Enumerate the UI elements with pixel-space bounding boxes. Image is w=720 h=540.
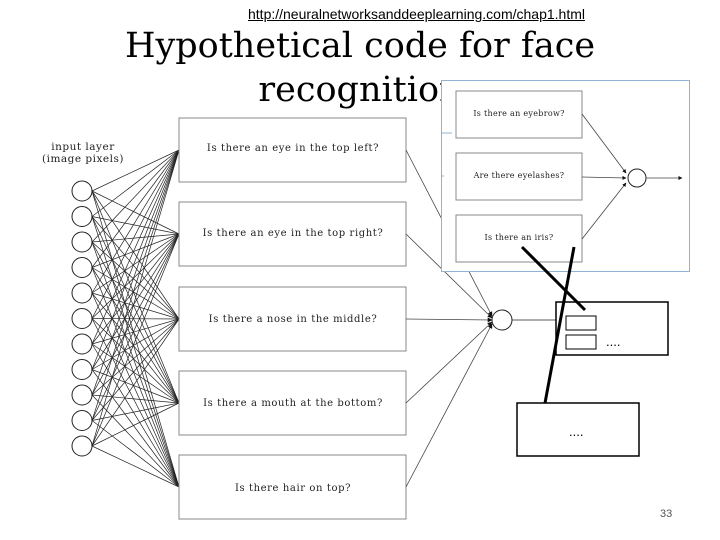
question-label-1: Is there an eye in the top right? <box>202 228 384 239</box>
input-edge-10-1 <box>91 233 180 447</box>
question-box-2 <box>178 286 407 352</box>
input-edge-1-1 <box>91 216 180 235</box>
input-neuron-8 <box>71 384 93 406</box>
placeholder-mini-box-1 <box>565 315 597 331</box>
input-edge-4-0 <box>91 149 180 294</box>
input-edge-5-0 <box>91 149 180 319</box>
input-edge-6-0 <box>91 149 180 345</box>
input-edge-9-2 <box>91 318 180 421</box>
input-edge-8-1 <box>91 233 180 396</box>
input-edge-9-3 <box>91 402 180 421</box>
output-edge-2 <box>405 317 493 323</box>
input-edge-10-2 <box>91 318 180 447</box>
input-neuron-5 <box>71 308 93 329</box>
input-edge-9-1 <box>91 233 180 421</box>
placeholder-box-bottom <box>516 402 640 457</box>
sub-edge-0 <box>581 113 627 174</box>
input-edge-7-2 <box>91 318 180 370</box>
sub-network-panel: Is there an eyebrow? Are there eyelashes… <box>441 80 690 272</box>
placeholder-mini-box-2 <box>565 334 597 350</box>
input-edge-5-1 <box>91 233 180 319</box>
input-edge-1-4 <box>91 216 180 488</box>
input-edge-8-0 <box>91 149 180 396</box>
page-number: 33 <box>660 508 673 520</box>
output-connections <box>405 149 493 488</box>
input-edge-1-2 <box>91 216 180 320</box>
input-edge-7-4 <box>91 369 180 488</box>
input-edge-3-1 <box>91 233 180 268</box>
question-box-4 <box>178 454 407 520</box>
input-edge-8-2 <box>91 318 180 396</box>
input-edge-6-2 <box>91 318 180 345</box>
input-edge-2-1 <box>91 233 180 243</box>
input-edge-4-1 <box>91 233 180 294</box>
input-edge-4-2 <box>91 292 180 320</box>
input-neuron-9 <box>71 410 93 431</box>
input-edge-7-1 <box>91 233 180 370</box>
question-label-3: Is there a mouth at the bottom? <box>203 398 383 409</box>
input-edge-7-0 <box>91 149 180 370</box>
input-neuron-0 <box>71 180 93 202</box>
input-edge-0-0 <box>91 149 180 192</box>
input-neuron-6 <box>71 333 93 355</box>
sub-edge-2 <box>581 182 627 240</box>
question-box-1 <box>178 201 407 267</box>
input-edge-10-3 <box>91 402 180 447</box>
question-label-4: Is there hair on top? <box>234 483 352 494</box>
question-label-0: Is there an eye in the top left? <box>206 143 380 154</box>
input-edge-8-4 <box>91 394 180 488</box>
title-line-1: Hypothetical code for face <box>124 26 596 66</box>
title-line-2: recognition <box>258 70 462 110</box>
output-edge-4 <box>405 323 493 488</box>
input-edge-2-2 <box>91 241 180 320</box>
output-neuron <box>491 309 513 331</box>
input-edge-5-2 <box>91 318 180 320</box>
sub-edge-1 <box>581 175 627 180</box>
input-neuron-4 <box>71 282 93 304</box>
input-edge-3-2 <box>91 267 180 320</box>
input-neuron-2 <box>71 231 93 253</box>
input-neuron-10 <box>71 435 93 457</box>
input-edge-2-4 <box>91 241 180 488</box>
input-neurons <box>71 180 93 457</box>
sub-question-box-1 <box>455 152 583 201</box>
ellipsis-top: .... <box>606 334 621 349</box>
input-edge-2-0 <box>91 149 180 243</box>
sub-output-neuron <box>627 168 647 188</box>
input-edge-3-0 <box>91 149 180 268</box>
question-box-3 <box>178 370 407 436</box>
input-edge-10-4 <box>91 445 180 488</box>
input-neuron-1 <box>71 206 93 227</box>
input-layer-label-line1: input layer <box>51 141 115 153</box>
input-edge-9-0 <box>91 149 180 421</box>
input-neuron-7 <box>71 359 93 380</box>
sub-question-label-0: Is there an eyebrow? <box>473 109 565 118</box>
slide-title: Hypothetical code for face recognition <box>120 24 600 112</box>
question-label-2: Is there a nose in the middle? <box>208 314 378 325</box>
input-layer-label-line2: (image pixels) <box>41 153 124 165</box>
input-edge-1-0 <box>91 149 180 217</box>
output-edge-3 <box>405 321 493 404</box>
output-edge-1 <box>405 233 493 319</box>
sub-network-diagram <box>442 90 683 263</box>
input-edge-6-1 <box>91 233 180 345</box>
question-box-0 <box>178 117 407 183</box>
input-layer-label: input layer (image pixels) <box>34 141 132 165</box>
ellipsis-bottom: .... <box>569 424 584 439</box>
input-neuron-3 <box>71 257 93 278</box>
sub-question-label-2: Is there an iris? <box>484 233 554 242</box>
source-url[interactable]: http://neuralnetworksanddeeplearning.com… <box>248 6 585 22</box>
input-edge-9-4 <box>91 420 180 488</box>
input-connections <box>91 149 180 488</box>
sub-question-label-1: Are there eyelashes? <box>473 171 565 180</box>
input-edge-0-2 <box>91 190 180 320</box>
input-edge-0-1 <box>91 190 180 235</box>
sub-question-box-0 <box>455 90 583 139</box>
question-boxes <box>178 117 407 520</box>
input-edge-10-0 <box>91 149 180 447</box>
